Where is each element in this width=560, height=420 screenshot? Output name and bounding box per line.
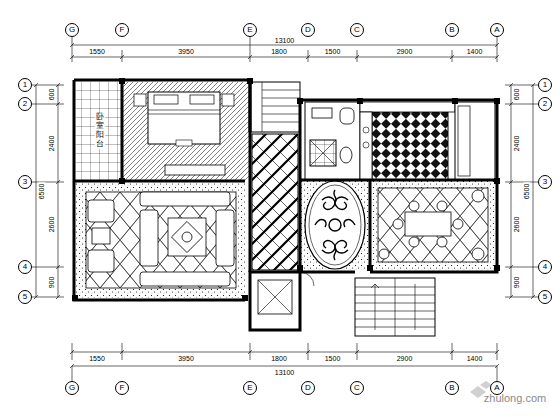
axis-label: 2	[543, 100, 547, 108]
axis-label: B	[449, 384, 454, 392]
grid-axis-bubble: F	[115, 23, 129, 37]
dimension-text: 13100	[274, 369, 295, 376]
dimension-text: 2600	[513, 216, 520, 234]
dimension-text: 600	[49, 88, 56, 102]
grid-axis-bubble: B	[445, 381, 459, 395]
dimension-text: 1800	[270, 48, 288, 55]
dimension-text: 1550	[88, 355, 106, 362]
grid-axis-bubble: 4	[538, 260, 552, 274]
dimension-text: 1400	[466, 48, 484, 55]
grid-axis-bubble: 2	[538, 97, 552, 111]
grid-axis-bubble: 1	[538, 78, 552, 92]
dimension-text: 900	[49, 275, 56, 289]
dimension-text: 2900	[396, 48, 414, 55]
dimension-text: 600	[514, 88, 521, 102]
grid-axis-bubble: G	[65, 381, 79, 395]
axis-label: C	[354, 384, 360, 392]
dimension-text: 2600	[48, 216, 55, 234]
grid-axis-bubble: C	[350, 23, 364, 37]
axis-label: E	[247, 26, 252, 34]
dimension-text: 13100	[274, 37, 295, 44]
grid-axis-bubble: 4	[18, 260, 32, 274]
dimension-text: 2900	[396, 355, 414, 362]
axis-label: 5	[23, 293, 27, 301]
axis-label: F	[120, 384, 125, 392]
axis-label: 3	[543, 178, 547, 186]
dimension-text: 1500	[324, 355, 342, 362]
grid-axis-bubble: D	[301, 23, 315, 37]
axis-label: A	[494, 26, 499, 34]
dimension-text: 1400	[466, 355, 484, 362]
grid-axis-bubble: 5	[18, 290, 32, 304]
dimension-text: 3950	[177, 355, 195, 362]
axis-label: G	[69, 26, 75, 34]
axis-label: C	[354, 26, 360, 34]
axis-label: 5	[543, 293, 547, 301]
dimension-text: 6500	[523, 182, 530, 200]
axis-label: D	[305, 384, 311, 392]
dimension-text: 2400	[48, 134, 55, 152]
grid-axis-bubble: 5	[538, 290, 552, 304]
axis-label: E	[247, 384, 252, 392]
dimension-text: 900	[514, 275, 521, 289]
grid-axis-bubble: 1	[18, 78, 32, 92]
dimension-text: 2400	[513, 134, 520, 152]
grid-axis-bubble: E	[243, 23, 257, 37]
axis-label: 1	[23, 81, 27, 89]
grid-axis-bubble: 3	[18, 175, 32, 189]
grid-axis-bubble: B	[445, 23, 459, 37]
dimension-text: 1500	[324, 48, 342, 55]
axis-label: 3	[23, 178, 27, 186]
axis-label: 1	[543, 81, 547, 89]
axis-label: 4	[23, 263, 27, 271]
grid-axis-bubble: G	[65, 23, 79, 37]
dimension-text: 6500	[38, 182, 45, 200]
axis-label: F	[120, 26, 125, 34]
axis-label: 2	[23, 100, 27, 108]
room-label: 卧室阳台	[95, 113, 105, 148]
axis-label: A	[494, 384, 499, 392]
axis-label: 4	[543, 263, 547, 271]
axis-label: D	[305, 26, 311, 34]
watermark: zhulong.com	[483, 393, 547, 404]
dimension-text: 3950	[177, 48, 195, 55]
axis-label: B	[449, 26, 454, 34]
grid-axis-bubble: C	[350, 381, 364, 395]
dimension-text: 1800	[270, 355, 288, 362]
axis-label: G	[69, 384, 75, 392]
grid-axis-bubble: F	[115, 381, 129, 395]
grid-axis-bubble: D	[301, 381, 315, 395]
grid-axis-bubble: 2	[18, 97, 32, 111]
grid-axis-bubble: A	[490, 23, 504, 37]
dimension-text: 1550	[88, 48, 106, 55]
grid-axis-bubble: 3	[538, 175, 552, 189]
grid-axis-bubble: E	[243, 381, 257, 395]
